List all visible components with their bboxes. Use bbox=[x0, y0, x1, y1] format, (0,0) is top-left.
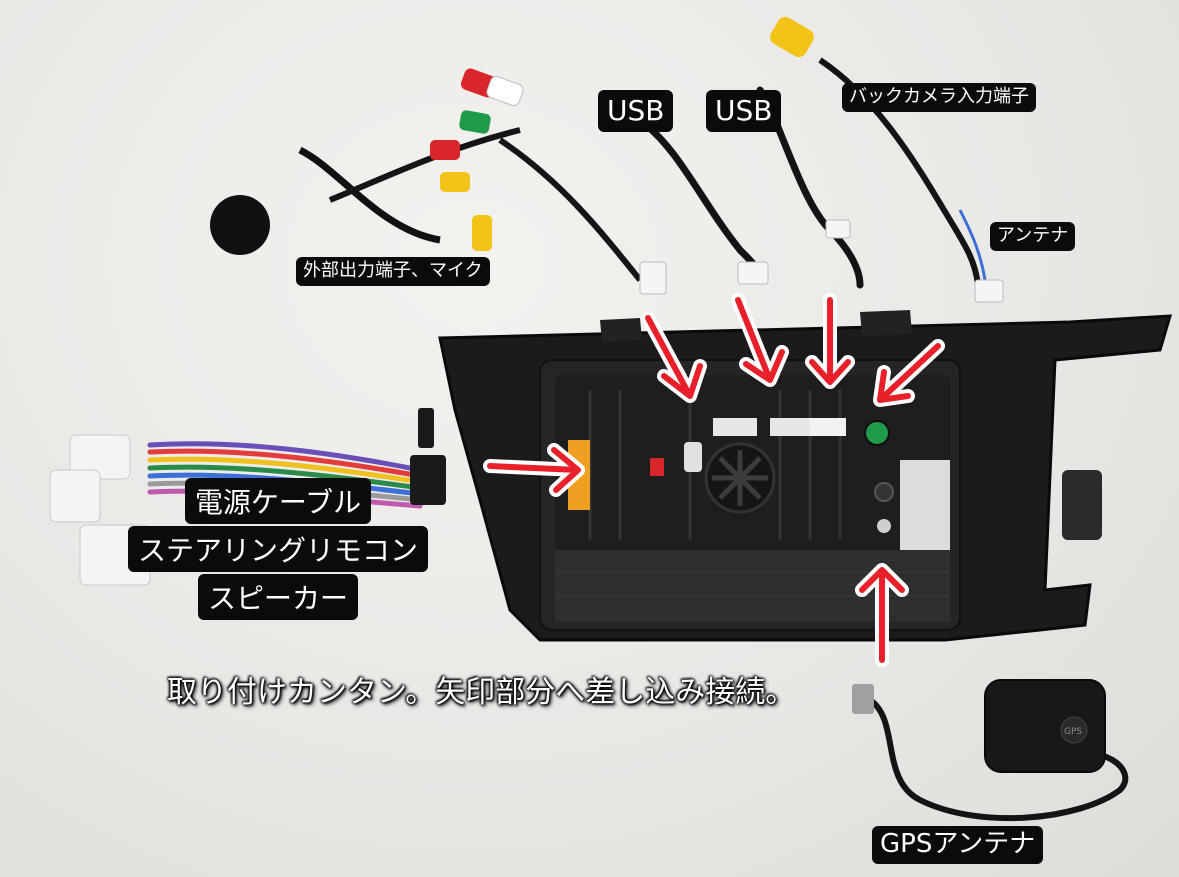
usb-1-label: USB bbox=[598, 90, 674, 133]
camera-cable bbox=[770, 16, 1004, 303]
gps-badge-text: GPS bbox=[1064, 727, 1082, 737]
steering-remote-label: ステアリングリモコン bbox=[128, 526, 429, 572]
speaker-label: スピーカー bbox=[197, 574, 358, 620]
power-cable-label-group: 電源ケーブル ステアリングリモコン スピーカー bbox=[128, 478, 429, 622]
back-camera-label: バックカメラ入力端子 bbox=[842, 83, 1036, 112]
installation-caption: 取り付けカンタン。矢印部分へ差し込み接続。 bbox=[167, 675, 796, 710]
head-unit bbox=[438, 310, 1173, 642]
external-output-label: 外部出力端子、マイク bbox=[296, 257, 490, 286]
connection-arrows-red bbox=[487, 297, 941, 663]
rca-bundle bbox=[210, 68, 667, 295]
power-cable-label: 電源ケーブル bbox=[184, 478, 372, 524]
gps-antenna: GPS bbox=[852, 679, 1129, 822]
gps-antenna-label: GPSアンテナ bbox=[872, 826, 1044, 864]
usb-2-label: USB bbox=[706, 90, 782, 133]
antenna-label: アンテナ bbox=[990, 222, 1076, 251]
